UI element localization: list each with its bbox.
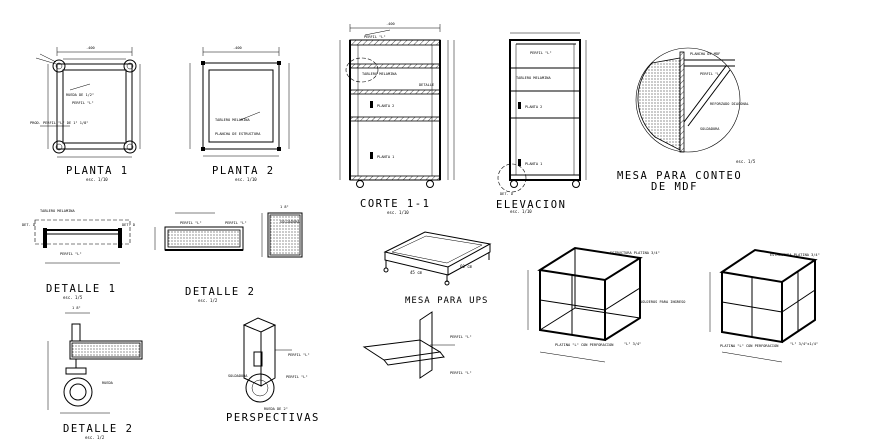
dim-label: 1 8" bbox=[280, 205, 289, 209]
scale-note: esc. 1/10 bbox=[86, 177, 108, 182]
annotation: ESTRUCTURA PLATINA 3/4" bbox=[770, 253, 820, 257]
annotation: SOLDADURA bbox=[280, 220, 300, 224]
dim-label: .400 bbox=[386, 22, 395, 26]
annotation: PERFIL "L" bbox=[72, 101, 94, 105]
scale-note: esc. 1/10 bbox=[510, 209, 532, 214]
annotation: PERFIL "L" bbox=[180, 221, 202, 225]
elevacion-title: ELEVACION bbox=[496, 199, 566, 211]
scale-note: esc. 1/5 bbox=[736, 159, 756, 164]
annotation: PLATINA "L" CON PERFORACION bbox=[720, 344, 778, 348]
detail-callout: DET. D bbox=[122, 223, 135, 227]
annotation: PERFIL "L" bbox=[288, 353, 310, 357]
dim-label: .400 bbox=[86, 46, 95, 50]
planta-1-view: .400 RUEDA DE 1/2" PERFIL "L" PROD. PERF… bbox=[30, 46, 141, 182]
annotation: TABLERO MELAMINA bbox=[40, 209, 75, 213]
perspectivas-title: PERSPECTIVAS bbox=[226, 412, 320, 424]
annotation: PERFIL "L" bbox=[530, 51, 552, 55]
annotation: RUEDA DE 2" bbox=[264, 407, 288, 411]
annotation: SOLDADURA bbox=[700, 127, 720, 131]
detalle-2-bottom-view: 1 8" RUEDA DETALLE 2 esc. 1/2 bbox=[47, 306, 143, 440]
annotation: PLATINA "L" CON PERFORACION bbox=[555, 343, 613, 347]
annotation: PERFIL "L" bbox=[700, 72, 722, 76]
annotation: PERFIL "L" bbox=[450, 335, 472, 339]
annotation: PERFIL "L" bbox=[450, 371, 472, 375]
mesa-title-line2: DE MDF bbox=[651, 181, 698, 193]
detalle-2-view: 1 8" PERFIL "L" PERFIL "L" SOLDADURA DET… bbox=[154, 205, 303, 303]
scale-note: esc. 1/10 bbox=[387, 210, 409, 215]
detalle-1-view: DET. D DET. D TABLERO MELAMINA PERFIL "L… bbox=[22, 209, 135, 300]
frame-3d-right: ESTRUCTURA PLATINA 3/4" "L" 3/4"x1/4" PL… bbox=[709, 248, 820, 363]
perspectivas-view: PERFIL "L" PERFIL "L" SOLDADURA RUEDA DE… bbox=[226, 317, 320, 424]
corte-title: CORTE 1-1 bbox=[360, 198, 430, 210]
annotation: PLANCHA DE MDF bbox=[690, 52, 720, 56]
annotation: REFORZADO DIAGONAL bbox=[710, 102, 749, 106]
dim-label: .400 bbox=[233, 46, 242, 50]
frame-3d-left: ESTRUCTURA PLATINA 3/4" AGUJEROS PARA IN… bbox=[527, 246, 685, 363]
detail-callout: DETALLE bbox=[419, 83, 434, 87]
detalle-2-title: DETALLE 2 bbox=[185, 286, 255, 298]
mesa-conteo-view: PLANCHA DE MDF PERFIL "L" REFORZADO DIAG… bbox=[617, 47, 756, 193]
annotation: "L" 3/4"x1/4" bbox=[790, 342, 818, 346]
detalle-1-title: DETALLE 1 bbox=[46, 283, 116, 295]
detail-callout: DET. D bbox=[500, 192, 513, 196]
annotation: PERFIL "L" bbox=[225, 221, 247, 225]
planta-2-view: .400 TABLERO MELAMINA PLANCHA DE ESTRUCT… bbox=[189, 46, 290, 182]
annotation: ESTRUCTURA PLATINA 3/4" bbox=[610, 251, 660, 255]
planta-label: PLANTA 1 bbox=[525, 162, 542, 166]
planta-label: PLANTA 2 bbox=[377, 104, 394, 108]
mesa-ups-title: MESA PARA UPS bbox=[405, 296, 488, 306]
annotation: SOLDADURA bbox=[228, 374, 248, 378]
dim-label: 45 cm bbox=[410, 270, 423, 275]
detalle-2b-title: DETALLE 2 bbox=[63, 423, 133, 435]
elevacion-view: PLANTA 2 PLANTA 1 PERFIL "L" TABLERO MEL… bbox=[496, 32, 587, 214]
mesa-title-line1: MESA PARA CONTEO bbox=[617, 170, 742, 182]
dim-label: 60 cm bbox=[460, 264, 473, 269]
annotation: TABLERO MELAMINA bbox=[362, 72, 397, 76]
corte-1-1-view: .400 PLANTA 2 PLANTA 1 PERFIL "L" TABLER… bbox=[339, 22, 455, 215]
detail-callout: DET. D bbox=[22, 223, 35, 227]
planta-label: PLANTA 1 bbox=[377, 155, 394, 159]
annotation: PLANCHA DE ESTRUCTURA bbox=[215, 132, 261, 136]
annotation: RUEDA DE 1/2" bbox=[66, 93, 94, 97]
planta-label: PLANTA 2 bbox=[525, 105, 542, 109]
annotation: TABLERO MELAMINA bbox=[516, 76, 551, 80]
planta-2-title: PLANTA 2 bbox=[212, 165, 275, 177]
scale-note: esc. 1/2 bbox=[85, 435, 105, 440]
annotation: PERFIL "L" bbox=[60, 252, 82, 256]
planta-1-title: PLANTA 1 bbox=[66, 165, 129, 177]
scale-note: esc. 1/5 bbox=[63, 295, 83, 300]
annotation: TABLERO MELAMINA bbox=[215, 118, 250, 122]
mesa-ups-view: 45 cm 60 cm MESA PARA UPS PERFIL "L" PER… bbox=[362, 231, 492, 379]
annotation: PERFIL "L" bbox=[364, 35, 386, 39]
annotation: AGUJEROS PARA INGRESO bbox=[640, 300, 685, 304]
annotation: RUEDA bbox=[102, 381, 114, 385]
scale-note: esc. 1/2 bbox=[198, 298, 218, 303]
scale-note: esc. 1/10 bbox=[235, 177, 257, 182]
dim-label: 1 8" bbox=[72, 306, 81, 310]
annotation: PERFIL "L" bbox=[286, 375, 308, 379]
annotation: PROD. PERFIL "L" DE 1" 1/8" bbox=[30, 121, 88, 125]
annotation: "L" 3/4" bbox=[624, 342, 641, 346]
